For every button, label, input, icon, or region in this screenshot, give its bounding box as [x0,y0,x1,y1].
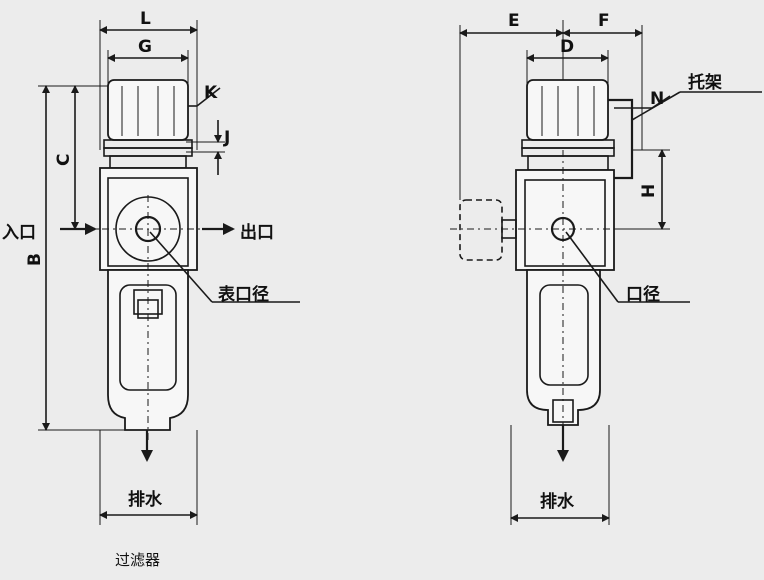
outlet-label: 出口 [240,222,274,243]
figure-caption: 过滤器 [115,551,160,569]
inlet-label: 入口 [2,223,36,243]
dim-label-g: G [138,37,152,57]
side-gauge [459,199,503,261]
regulator-knob-right [526,79,609,141]
dim-label-n: N [650,89,664,109]
bracket [608,98,634,180]
dim-label-j: J [223,128,230,148]
port-label: 口径 [626,284,660,305]
bracket-label: 托架 [688,72,722,93]
dim-label-f: F [598,11,610,31]
dim-label-b: B [25,253,45,266]
dim-label-h: H [639,184,659,198]
drain-label-left: 排水 [128,489,163,510]
dim-label-e: E [508,11,520,31]
dim-label-d: D [560,37,574,57]
filter-regulator-body-right [515,169,615,271]
filter-bowl-right [526,269,601,426]
right-view: E F D 托架 N H [450,11,762,525]
drain-label-right: 排水 [540,491,575,512]
left-view: L G K J [2,9,300,525]
regulator-knob [107,79,189,141]
dim-label-c: C [54,154,74,166]
gauge-port-label: 表口径 [218,284,269,305]
dim-label-l: L [140,9,151,29]
dim-label-k: K [204,83,218,103]
